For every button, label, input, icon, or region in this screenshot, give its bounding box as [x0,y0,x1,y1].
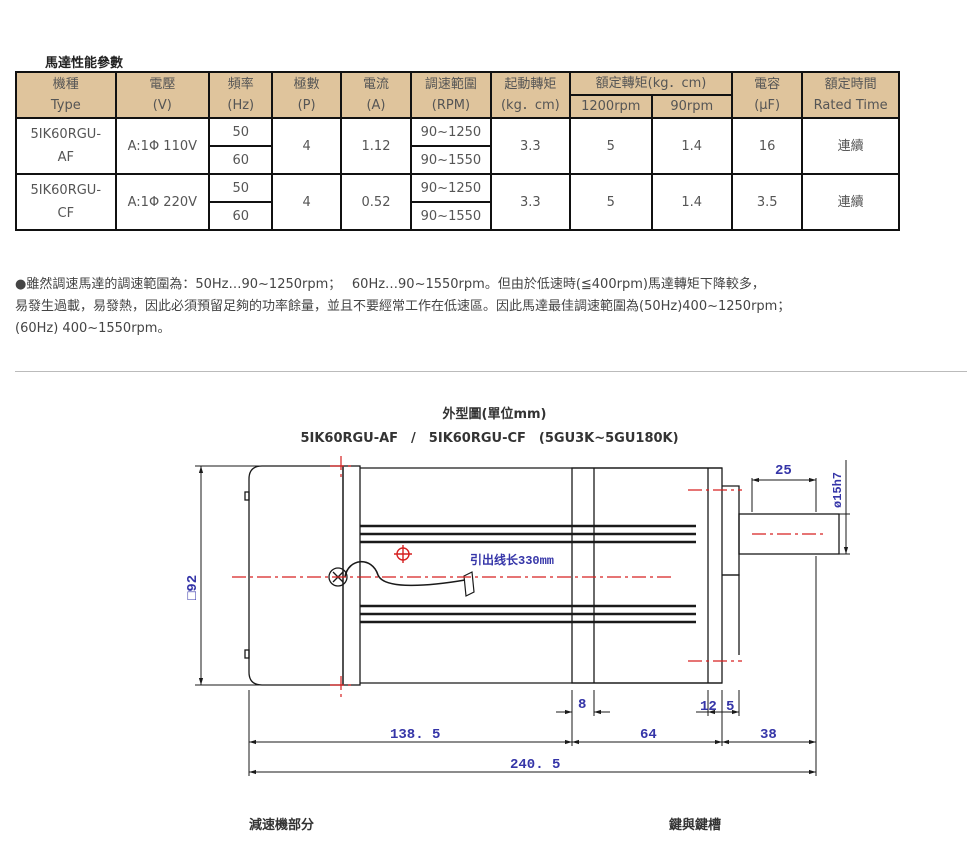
section-title: 馬達性能參數 [45,56,124,71]
cell-poles: 4 [271,117,342,175]
cell-capacitor: 16 [730,117,804,175]
cell-speed: 90~1550 [410,201,492,231]
header-rated-torque: 額定轉矩(kg．cm) [569,71,733,96]
cell-frequency: 50 [208,117,274,147]
header-starting-torque: 起動轉矩(kg．cm) [489,71,572,119]
header-frequency: 頻率(Hz) [208,71,274,119]
cell-frequency: 60 [208,201,274,231]
motor-outline [244,465,840,686]
table-row: 5IK60RGU-AF A:1Φ 110V 50 4 1.12 90~1250 … [15,117,900,175]
header-speed-range: 調速範圍(RPM) [410,71,492,119]
dimension-lines [195,460,850,776]
dim-138-5: 138. 5 [390,727,440,743]
cell-frequency: 50 [208,173,274,203]
dim-38: 38 [760,727,777,743]
dim-240-5: 240. 5 [510,757,560,773]
cell-torque-1200: 5 [569,117,653,175]
speed-range-note: ●雖然調速馬達的調速範圍為：50Hz…90~1250rpm； 60Hz…90~1… [15,277,791,336]
dim-8: 8 [578,697,586,713]
table-row: 60 90~1550 [16,145,899,175]
caption-reducer: 減速機部分 [249,818,315,833]
table-row: 5IK60RGU-CF A:1Φ 220V 50 4 0.52 90~1250 … [15,173,900,231]
cell-rated-time: 連續 [801,117,900,175]
header-current: 電流(A) [339,71,413,119]
cell-voltage: A:1Φ 110V [114,117,211,175]
dim-key-length: 25 [775,463,792,479]
dim-shaft-diameter: ø15h7 [831,472,845,508]
dim-square: □92 [185,575,201,600]
cell-current: 0.52 [339,173,413,231]
header-rated-torque-90: 90rpm [650,94,733,119]
dim-12: 12 [700,699,717,715]
cell-starting-torque: 3.3 [489,117,572,175]
cell-current: 1.12 [339,117,413,175]
cell-rated-time: 連續 [801,173,900,231]
cell-torque-90: 1.4 [650,173,733,231]
caption-key: 鍵與鍵槽 [669,818,722,833]
mount-hole-mark [394,545,412,563]
cell-torque-1200: 5 [569,173,653,231]
table-row: 60 90~1550 [16,201,899,231]
cell-capacitor: 3.5 [730,173,804,231]
cell-poles: 4 [271,173,342,231]
header-poles: 極數(P) [271,71,342,119]
cell-voltage: A:1Φ 220V [114,173,211,231]
lead-wire-label: 引出线长330mm [470,552,554,568]
cell-model: 5IK60RGU-CF [15,173,117,231]
center-lines [232,456,826,697]
drawing-title: 外型圖(單位mm) 5IK60RGU-AF / 5IK60RGU-CF (5GU… [300,407,679,446]
header-rated-torque-1200: 1200rpm [569,94,653,119]
cell-speed: 90~1550 [410,145,492,175]
dim-64: 64 [640,727,657,743]
header-voltage: 電壓(V) [114,71,211,119]
dimension-labels: □92 ø15h7 25 引出线长330mm 8 12 5 138. 5 64 … [185,463,845,773]
cell-starting-torque: 3.3 [489,173,572,231]
cell-speed: 90~1250 [410,173,492,203]
dim-5: 5 [726,699,734,715]
cell-torque-90: 1.4 [650,117,733,175]
outline-drawing: □92 ø15h7 25 引出线长330mm 8 12 5 138. 5 64 … [185,456,850,776]
cell-frequency: 60 [208,145,274,175]
header-capacitor: 電容(μF) [730,71,804,119]
cell-speed: 90~1250 [410,117,492,147]
cell-model: 5IK60RGU-AF [15,117,117,175]
divider [15,371,967,372]
